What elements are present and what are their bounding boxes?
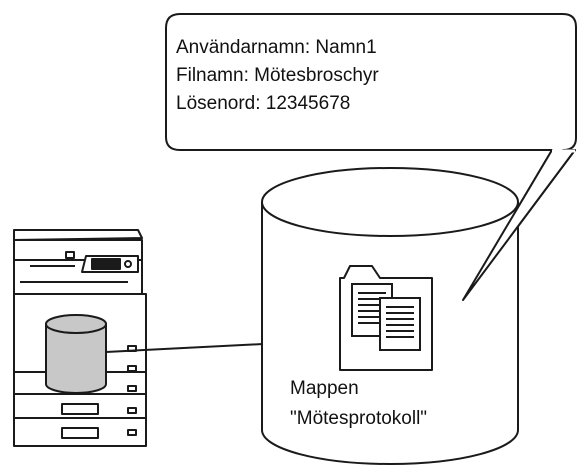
- folder-documents-icon: [339, 265, 433, 371]
- callout-username: Användarnamn: Namn1: [176, 37, 377, 58]
- folder-label-name: "Mötesprotokoll": [290, 408, 428, 429]
- callout-filename: Filnamn: Mötesbroschyr: [176, 65, 379, 86]
- connector-line: [105, 343, 264, 353]
- callout-tail: [462, 149, 576, 301]
- callout-password: Lösenord: 12345678: [176, 93, 351, 114]
- printer-storage-cylinder: [45, 314, 107, 394]
- folder-label-prefix: Mappen: [290, 378, 359, 399]
